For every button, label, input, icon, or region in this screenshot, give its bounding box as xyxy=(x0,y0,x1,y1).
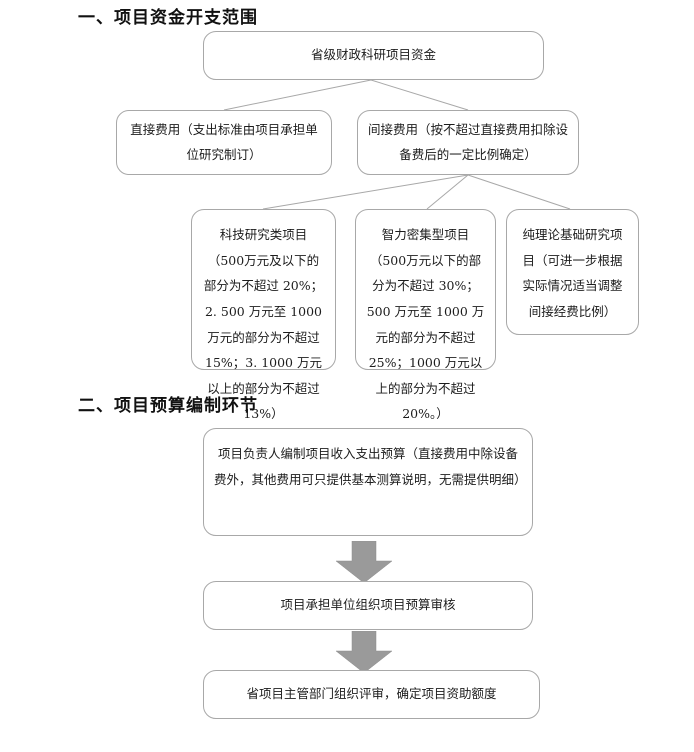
node-step-budget-preparation: 项目负责人编制项目收入支出预算（直接费用中除设备费外，其他费用可只提供基本测算说… xyxy=(203,428,533,536)
node-step-provincial-review-label: 省项目主管部门组织评审，确定项目资助额度 xyxy=(246,686,497,702)
node-root-fund: 省级财政科研项目资金 xyxy=(203,31,544,80)
node-detail-knowledge-intensive-label: 智力密集型项目（500万元以下的部分为不超过 30%；500 万元至 1000 … xyxy=(366,227,485,422)
section-1-heading: 一、项目资金开支范围 xyxy=(78,8,258,28)
node-direct-cost: 直接费用（支出标准由项目承担单位研究制订） xyxy=(116,110,332,175)
node-step-unit-review: 项目承担单位组织项目预算审核 xyxy=(203,581,533,630)
node-direct-cost-label: 直接费用（支出标准由项目承担单位研究制订） xyxy=(130,122,318,162)
section-2-heading: 二、项目预算编制环节 xyxy=(78,396,258,416)
node-step-budget-preparation-label: 项目负责人编制项目收入支出预算（直接费用中除设备费外，其他费用可只提供基本测算说… xyxy=(214,446,527,487)
node-step-unit-review-label: 项目承担单位组织项目预算审核 xyxy=(280,597,456,613)
node-detail-pure-theory: 纯理论基础研究项目（可进一步根据实际情况适当调整间接经费比例） xyxy=(506,209,639,335)
node-detail-tech-research: 科技研究类项目（500万元及以下的部分为不超过 20%；2. 500 万元至 1… xyxy=(191,209,336,421)
node-detail-tech-research-label: 科技研究类项目（500万元及以下的部分为不超过 20%；2. 500 万元至 1… xyxy=(203,227,324,422)
arrow-down-icon-1 xyxy=(336,541,392,583)
node-detail-knowledge-intensive: 智力密集型项目（500万元以下的部分为不超过 30%；500 万元至 1000 … xyxy=(355,209,496,421)
node-step-provincial-review: 省项目主管部门组织评审，确定项目资助额度 xyxy=(203,670,540,719)
node-indirect-cost-label: 间接费用（按不超过直接费用扣除设备费后的一定比例确定） xyxy=(368,122,569,162)
node-root-fund-label: 省级财政科研项目资金 xyxy=(310,47,436,63)
node-indirect-cost: 间接费用（按不超过直接费用扣除设备费后的一定比例确定） xyxy=(357,110,579,175)
arrow-down-icon-2 xyxy=(336,631,392,673)
node-detail-pure-theory-label: 纯理论基础研究项目（可进一步根据实际情况适当调整间接经费比例） xyxy=(522,227,623,319)
